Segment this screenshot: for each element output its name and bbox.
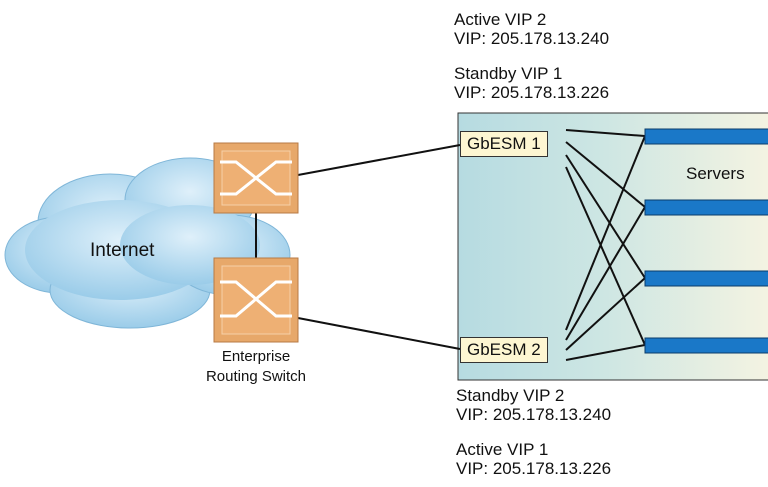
router-caption-line1: Enterprise [221, 348, 291, 365]
server-bar-3 [644, 270, 768, 287]
server-bar-1 [644, 128, 768, 145]
servers-label: Servers [686, 164, 745, 183]
top-label-standby-vip1: Standby VIP 1 [454, 64, 563, 83]
bottom-label-standby-vip2: Standby VIP 2 [456, 386, 565, 405]
bottom-label-vip2-address: VIP: 205.178.13.240 [456, 405, 612, 424]
router-bottom [213, 257, 299, 343]
server-bar-2 [644, 199, 768, 216]
server-mesh-lines [565, 129, 646, 361]
top-label-active-vip2: Active VIP 2 [454, 10, 547, 29]
top-label-vip1-address: VIP: 205.178.13.226 [454, 83, 610, 102]
bottom-label-vip1-address: VIP: 205.178.13.226 [456, 459, 612, 478]
server-bars [644, 128, 768, 354]
blade-chassis [457, 112, 768, 381]
router-top [213, 142, 299, 214]
router-caption-line2: Routing Switch [205, 368, 307, 385]
bottom-label-active-vip1: Active VIP 1 [456, 440, 549, 459]
server-bar-4 [644, 337, 768, 354]
top-label-vip2-address: VIP: 205.178.13.240 [454, 29, 610, 48]
uplink-lines [255, 144, 461, 350]
internet-label: Internet [90, 240, 155, 261]
gbesm-1-switch: GbESM 1 [460, 131, 548, 157]
gbesm-2-switch: GbESM 2 [460, 337, 548, 363]
